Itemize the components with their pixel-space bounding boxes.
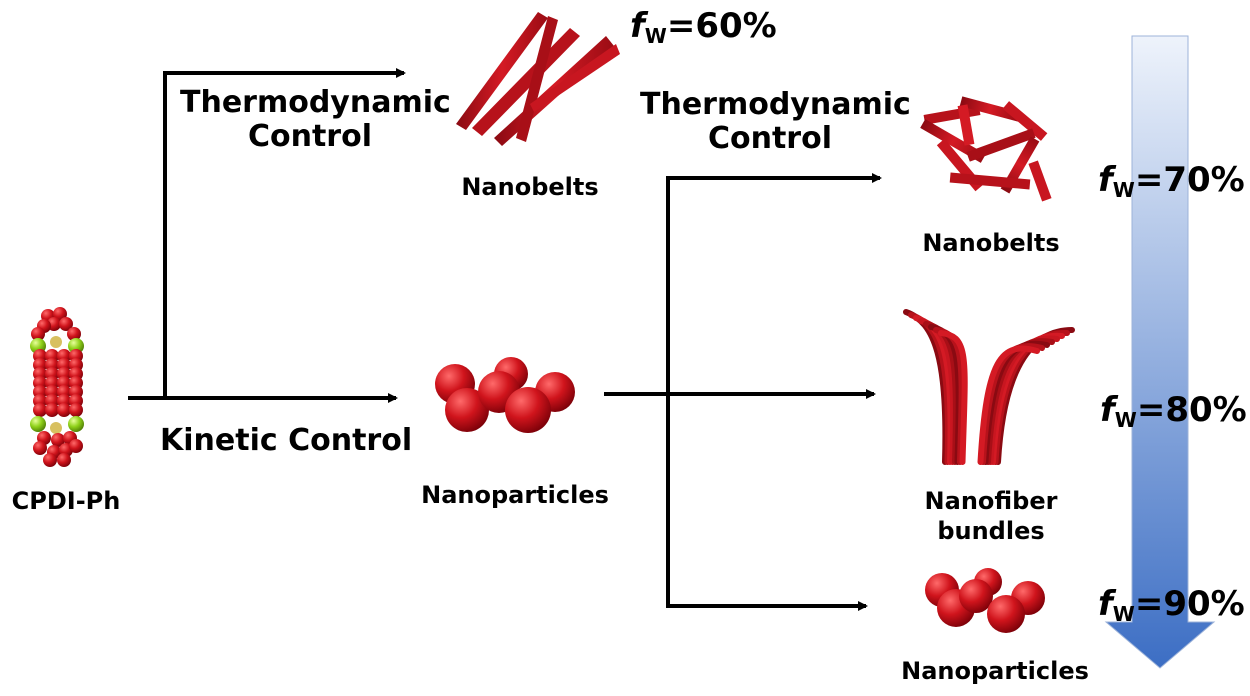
center-product-label: Nanoparticles: [421, 481, 609, 509]
fw-60-f: f: [630, 6, 645, 46]
molecule-atom: [33, 403, 47, 417]
nanofiber-strand: [977, 345, 1040, 465]
right-product-1-label: Nanobelts: [922, 229, 1060, 257]
nanobelts-right-icon: [920, 96, 1052, 202]
top-product-label: Nanobelts: [461, 173, 599, 201]
fw-80-label: fW=80%: [1100, 390, 1247, 432]
molecule-atom: [43, 453, 57, 467]
nanobelts-top-icon: [456, 12, 620, 146]
nanoparticles-bottom-icon: [925, 568, 1045, 633]
right-product-2-label: Nanofiber bundles: [906, 486, 1076, 546]
arrow-right-trunk: [604, 173, 882, 611]
arrow-top-branch: [163, 68, 406, 398]
molecule-atom: [69, 439, 83, 453]
fw-80-sub: W: [1114, 408, 1137, 432]
right-control-label: Thermodynamic Control: [640, 87, 911, 156]
molecule-atom: [33, 441, 47, 455]
molecule-atom: [31, 327, 45, 341]
molecule-atom: [50, 336, 62, 348]
fw-60-value: =60%: [666, 6, 777, 46]
fw-80-value: =80%: [1136, 390, 1247, 430]
kinetic-control-label: Kinetic Control: [160, 423, 413, 458]
molecule-label: CPDI-Ph: [11, 487, 121, 515]
fw-60-label: fW=60%: [630, 6, 777, 48]
molecule-atom: [30, 416, 46, 432]
nanofiber-strand: [938, 330, 968, 465]
fw-90-label: fW=90%: [1098, 584, 1245, 626]
molecule-atom: [57, 453, 71, 467]
right-product-2-line2: bundles: [937, 517, 1045, 545]
nanoparticles-center-icon: [435, 357, 575, 433]
molecule-atom: [59, 317, 73, 331]
right-product-2-line1: Nanofiber: [924, 487, 1058, 515]
fw-90-f: f: [1098, 584, 1113, 624]
fw-70-label: fW=70%: [1098, 160, 1245, 202]
molecule-atom: [68, 338, 84, 354]
right-control-line1: Thermodynamic: [640, 87, 911, 122]
water-fraction-gradient-arrow: [1104, 35, 1216, 669]
fw-70-f: f: [1098, 160, 1113, 200]
molecule-atom: [51, 433, 65, 447]
molecule-atom: [50, 422, 62, 434]
right-product-3-label: Nanoparticles: [901, 657, 1089, 685]
fw-70-value: =70%: [1134, 160, 1245, 200]
molecule-atom: [45, 403, 59, 417]
fw-80-f: f: [1100, 390, 1115, 430]
molecule-atom: [67, 327, 81, 341]
cpdi-ph-molecule-icon: [30, 307, 84, 467]
nanofiber-bundles-icon: [903, 309, 1075, 465]
top-control-label: Thermodynamic Control: [180, 85, 451, 154]
molecule-atom: [68, 416, 84, 432]
molecule-atom: [57, 403, 71, 417]
fw-60-sub: W: [644, 24, 667, 48]
right-control-line2: Control: [707, 121, 832, 156]
fw-70-sub: W: [1112, 178, 1135, 202]
fw-90-sub: W: [1112, 602, 1135, 626]
molecule-atom: [69, 403, 83, 417]
top-control-line1: Thermodynamic: [180, 85, 451, 120]
fw-90-value: =90%: [1134, 584, 1245, 624]
top-control-line2: Control: [247, 119, 372, 154]
